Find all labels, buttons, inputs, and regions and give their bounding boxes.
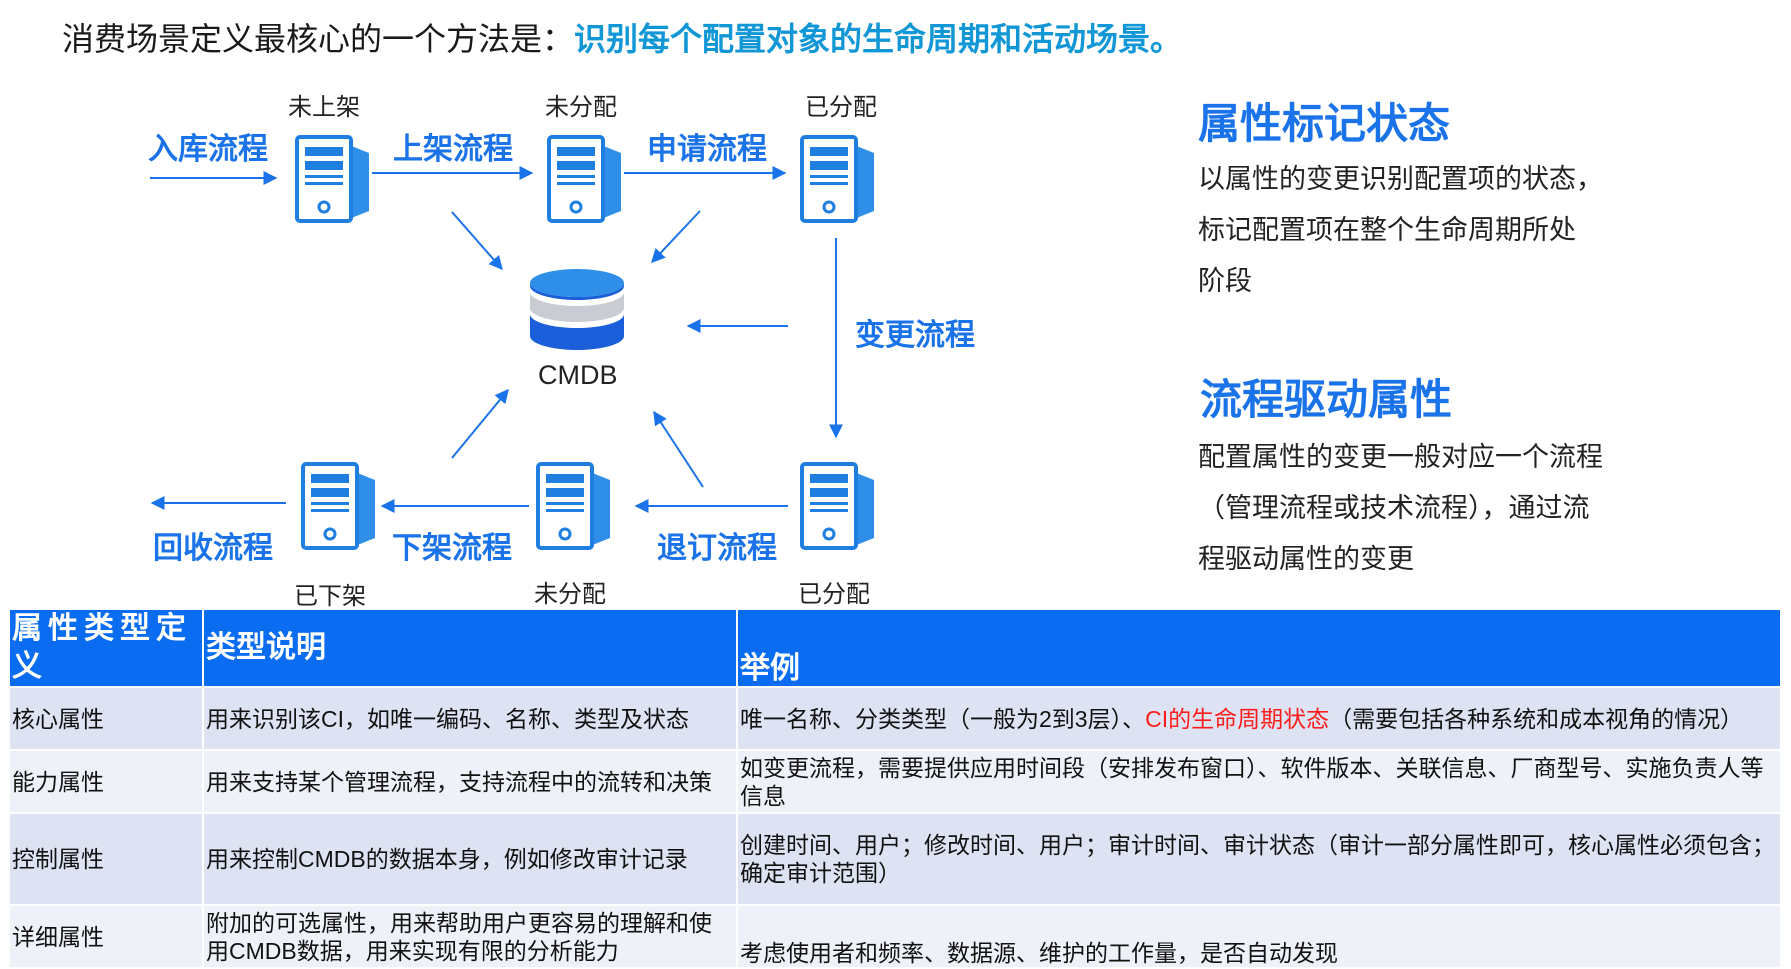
flow-label-apply: 申请流程 — [647, 133, 767, 166]
flow-label-recycle: 回收流程 — [153, 532, 273, 565]
section-title-process-driven: 流程驱动属性 — [1200, 376, 1453, 423]
server-icon-top-right — [800, 135, 876, 223]
state-label-top-left: 未上架 — [288, 94, 360, 121]
server-icon-bottom-right — [800, 462, 876, 550]
cell-desc: 用来支持某个管理流程，支持流程中的流转和决策 — [202, 749, 738, 814]
arrow-topleft-to-cmdb — [451, 211, 503, 271]
page-headline: 消费场景定义最核心的一个方法是：识别每个配置对象的生命周期和活动场景。 — [62, 14, 1182, 60]
section-title-attribute-state: 属性标记状态 — [1198, 100, 1451, 147]
headline-highlight: 识别每个配置对象的生命周期和活动场景。 — [574, 21, 1183, 57]
text-line: 标记配置项在整个生命周期所处 — [1198, 215, 1576, 245]
attribute-type-table: 属性类型定义 类型说明 举例 核心属性 用来识别该CI，如唯一编码、名称、类型及… — [8, 608, 1782, 969]
cell-type: 能力属性 — [8, 749, 204, 814]
flow-label-unshelve: 下架流程 — [392, 532, 512, 565]
table-row: 控制属性 用来控制CMDB的数据本身，例如修改审计记录 创建时间、用户；修改时间… — [8, 812, 1782, 906]
header-type: 属性类型定义 — [8, 608, 204, 688]
cell-example: 考虑使用者和频率、数据源、维护的工作量，是否自动发现 — [736, 904, 1782, 969]
state-label-top-right: 已分配 — [805, 94, 877, 121]
text-line: 阶段 — [1198, 266, 1252, 296]
database-icon — [530, 269, 624, 350]
state-label-top-mid: 未分配 — [545, 94, 617, 121]
lifecycle-diagram — [150, 135, 876, 550]
table-row: 核心属性 用来识别该CI，如唯一编码、名称、类型及状态 唯一名称、分类类型（一般… — [8, 686, 1782, 751]
flow-label-unsubscribe: 退订流程 — [657, 532, 777, 565]
header-example: 举例 — [736, 608, 1782, 688]
state-label-bottom-right: 已分配 — [798, 581, 870, 608]
headline-prefix: 消费场景定义最核心的一个方法是： — [62, 21, 575, 57]
header-desc: 类型说明 — [202, 608, 738, 688]
cell-desc: 附加的可选属性，用来帮助用户更容易的理解和使用CMDB数据，用来实现有限的分析能… — [202, 904, 738, 969]
cell-example: 如变更流程，需要提供应用时间段（安排发布窗口）、软件版本、关联信息、厂商型号、实… — [736, 749, 1782, 814]
table-row: 详细属性 附加的可选属性，用来帮助用户更容易的理解和使用CMDB数据，用来实现有… — [8, 904, 1782, 969]
server-icon-bottom-left — [301, 462, 377, 550]
text-line: 程驱动属性的变更 — [1198, 544, 1414, 574]
server-icon-top-mid — [547, 135, 623, 223]
cell-desc: 用来识别该CI，如唯一编码、名称、类型及状态 — [202, 686, 738, 751]
arrow-bottomleft-to-cmdb — [451, 388, 509, 459]
section-text-process-driven: 配置属性的变更一般对应一个流程 （管理流程或技术流程），通过流 程驱动属性的变更 — [1198, 432, 1668, 585]
state-label-bottom-left: 已下架 — [294, 583, 366, 610]
flow-label-shelve: 上架流程 — [393, 133, 513, 166]
text-line: 配置属性的变更一般对应一个流程 — [1198, 442, 1603, 472]
text-line: （管理流程或技术流程），通过流 — [1198, 493, 1590, 523]
cmdb-label: CMDB — [538, 360, 618, 390]
state-label-bottom-mid: 未分配 — [534, 581, 606, 608]
cell-type: 控制属性 — [8, 812, 204, 906]
cell-example: 创建时间、用户；修改时间、用户；审计时间、审计状态（审计一部分属性即可，核心属性… — [736, 812, 1782, 906]
flow-label-inbound: 入库流程 — [148, 133, 268, 166]
server-icon-top-left — [295, 135, 371, 223]
server-icon-bottom-mid — [536, 462, 612, 550]
cell-example: 唯一名称、分类类型（一般为2到3层）、CI的生命周期状态（需要包括各种系统和成本… — [736, 686, 1782, 751]
table-row: 能力属性 用来支持某个管理流程，支持流程中的流转和决策 如变更流程，需要提供应用… — [8, 749, 1782, 814]
table-header-row: 属性类型定义 类型说明 举例 — [8, 608, 1782, 688]
text-line: 以属性的变更识别配置项的状态， — [1198, 164, 1603, 194]
example-highlight: CI的生命周期状态 — [1145, 705, 1330, 732]
section-text-attribute-state: 以属性的变更识别配置项的状态， 标记配置项在整个生命周期所处 阶段 — [1198, 154, 1668, 307]
cell-desc: 用来控制CMDB的数据本身，例如修改审计记录 — [202, 812, 738, 906]
example-text-tail: （需要包括各种系统和成本视角的情况） — [1329, 705, 1744, 732]
arrow-bottomright-to-cmdb — [653, 410, 704, 488]
flow-label-change: 变更流程 — [855, 319, 975, 352]
cell-type: 核心属性 — [8, 686, 204, 751]
arrow-topright-to-cmdb — [651, 210, 701, 264]
example-text: 唯一名称、分类类型（一般为2到3层）、 — [740, 705, 1146, 732]
cell-type: 详细属性 — [8, 904, 204, 969]
